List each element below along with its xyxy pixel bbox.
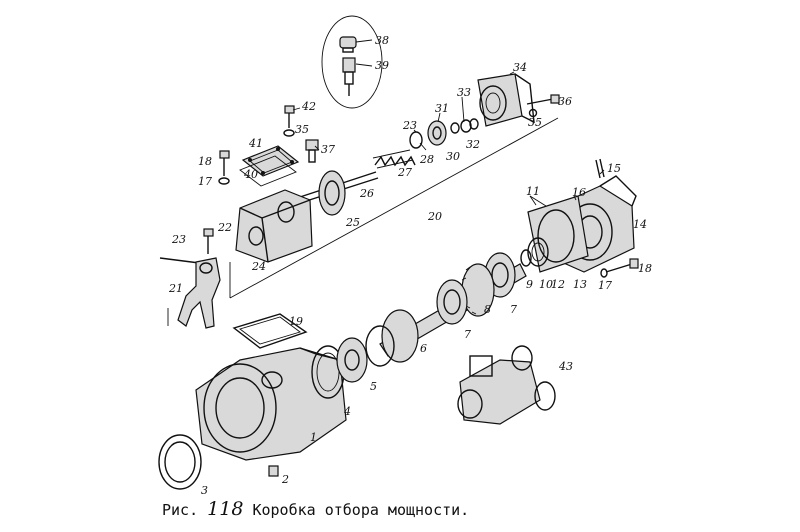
callout-19: 19 (289, 315, 303, 328)
diaphragm-25 (318, 170, 346, 216)
housing-1 (195, 347, 347, 461)
ring-28 (409, 131, 423, 149)
callout-17a: 17 (198, 175, 212, 188)
callout-33: 33 (457, 86, 471, 99)
callout-31: 31 (435, 102, 449, 115)
callout-6: 6 (420, 342, 427, 355)
callout-7b: 7 (464, 328, 471, 341)
gasket-3 (158, 434, 202, 490)
callout-22: 22 (217, 221, 232, 234)
bolt-18a (218, 150, 230, 185)
bolt-18b (600, 258, 639, 278)
callout-8: 8 (484, 303, 491, 316)
plug-2 (268, 465, 279, 477)
cap-38 (339, 36, 357, 53)
callout-14: 14 (633, 218, 647, 231)
callout-25: 25 (345, 216, 360, 229)
gear-6 (365, 309, 419, 367)
callout-11: 11 (526, 185, 540, 198)
callout-23b: 23 (171, 233, 186, 246)
piston-31 (427, 118, 479, 146)
callout-5: 5 (370, 380, 377, 393)
pin-15 (595, 158, 605, 179)
callout-34: 34 (513, 61, 527, 74)
washer-35b (528, 108, 538, 118)
assembly-line-20 (229, 117, 559, 299)
callout-9: 9 (526, 278, 533, 291)
spring-27 (372, 149, 416, 169)
callout-32: 32 (466, 138, 480, 151)
cylinder-cover-34 (477, 73, 535, 127)
callout-23a: 23 (402, 119, 417, 132)
callout-20: 20 (427, 210, 442, 223)
callout-3: 3 (201, 484, 208, 497)
callout-40: 40 (243, 168, 258, 181)
bolt-22 (203, 228, 214, 254)
bolt-36 (526, 94, 560, 105)
figure-number: 118 (207, 498, 244, 520)
callout-10: 10 (539, 278, 553, 291)
bearing-7b (436, 279, 468, 325)
bearing-cap-13 (527, 195, 589, 273)
callout-38: 38 (375, 34, 389, 47)
callout-16: 16 (572, 186, 586, 199)
callout-2: 2 (281, 473, 289, 486)
callout-1: 1 (310, 431, 317, 444)
leader-lines (292, 39, 605, 207)
gear-8 (461, 263, 495, 317)
ring-10 (520, 249, 532, 267)
caption-text: Коробка отбора мощности. (252, 501, 470, 519)
figure-caption: Рис. 118 Коробка отбора мощности. (162, 498, 469, 520)
callout-35a: 35 (295, 123, 309, 136)
callout-30: 30 (446, 150, 460, 163)
callout-13: 13 (573, 278, 587, 291)
detail-circle (321, 15, 383, 109)
callout-28: 28 (419, 153, 434, 166)
callout-35b: 35 (528, 116, 542, 129)
callout-12: 12 (551, 278, 565, 291)
seal-12 (527, 237, 549, 267)
callout-7a: 7 (510, 303, 517, 316)
callout-39: 39 (375, 59, 389, 72)
callout-27: 27 (397, 166, 412, 179)
callout-36: 36 (558, 95, 572, 108)
cover-plate-41 (241, 145, 300, 177)
callout-4: 4 (343, 405, 351, 418)
callout-15: 15 (607, 162, 621, 175)
callout-43: 43 (558, 360, 573, 373)
fitting-37 (305, 139, 319, 163)
assembly-43 (457, 345, 556, 425)
callout-21: 21 (168, 282, 183, 295)
shift-housing-24 (235, 189, 313, 263)
callout-18a: 18 (198, 155, 212, 168)
callout-18b: 18 (638, 262, 652, 275)
valve-39 (342, 57, 356, 96)
bolt-42 (283, 105, 295, 137)
callout-37: 37 (321, 143, 335, 156)
callout-24: 24 (251, 260, 266, 273)
coupling-5 (336, 337, 368, 383)
gasket-19 (232, 313, 308, 349)
callout-42: 42 (301, 100, 316, 113)
callout-17b: 17 (598, 279, 612, 292)
caption-prefix: Рис. (162, 501, 199, 519)
callout-26: 26 (359, 187, 374, 200)
shift-fork-21 (177, 257, 221, 329)
callout-41: 41 (248, 137, 263, 150)
gasket-40 (239, 155, 297, 187)
